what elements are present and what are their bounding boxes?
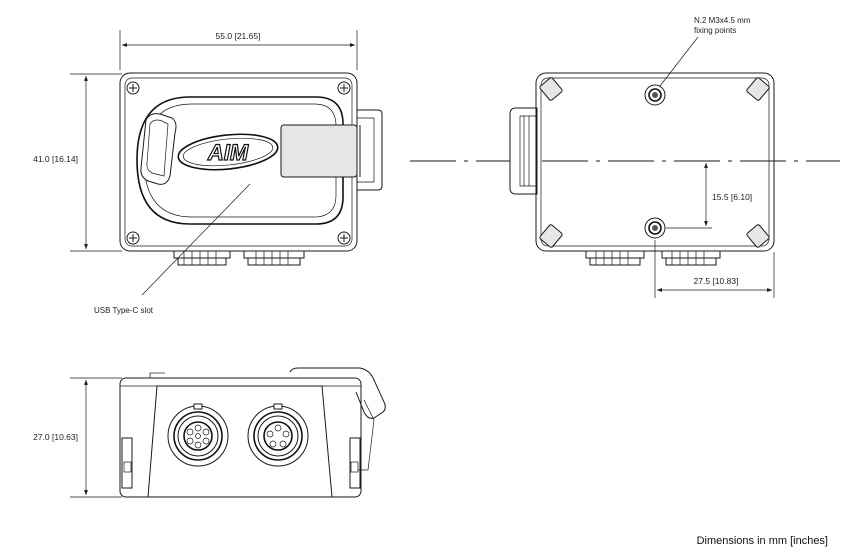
horizontal-offset-label: 27.5 [10.83] [694, 276, 739, 286]
fixing-point-icon [644, 84, 666, 106]
connector-7pin-icon [167, 403, 229, 467]
label-recess [136, 96, 344, 225]
usb-leader-line [141, 183, 251, 296]
bottom-body-outline [119, 377, 362, 498]
fixing-point-icon [644, 217, 666, 239]
foot-icon [539, 77, 563, 101]
foot-icon [746, 77, 770, 101]
height-dimension-label: 41.0 [16.14] [33, 154, 78, 164]
aim-logo-icon: AIM [177, 133, 279, 171]
aim-logo-text: AIM [207, 140, 249, 165]
side-view: N.2 M3x4.5 mm fixing points 15.5 [6.10] … [410, 16, 840, 298]
side-tab [349, 437, 361, 489]
width-dimension-label: 55.0 [21.65] [216, 31, 261, 41]
screw-icon [126, 81, 140, 95]
side-cap [509, 107, 538, 195]
side-connector-right [661, 250, 721, 266]
side-tab [121, 437, 133, 489]
usb-cap [140, 113, 177, 185]
fixing-note-line2: fixing points [694, 26, 736, 35]
fixing-note-line1: N.2 M3x4.5 mm [694, 16, 751, 25]
screw-icon [337, 231, 351, 245]
usb-flap [280, 124, 358, 178]
bottom-view: 27.0 [10.63] [33, 367, 386, 498]
connector-5pin-icon [247, 403, 309, 467]
foot-icon [746, 224, 770, 248]
screw-icon [337, 81, 351, 95]
front-connector-left [173, 250, 231, 266]
usb-slot-note: USB Type-C slot [94, 306, 154, 315]
bottom-height-label: 27.0 [10.63] [33, 432, 78, 442]
front-view: 55.0 [21.65] 41.0 [16.14] [33, 30, 383, 315]
front-connector-right [243, 250, 305, 266]
screw-icon [126, 231, 140, 245]
units-footer: Dimensions in mm [inches] [697, 535, 828, 547]
vertical-offset-label: 15.5 [6.10] [712, 192, 752, 202]
fixing-leader-line [659, 36, 699, 87]
foot-icon [539, 224, 563, 248]
side-connector-left [585, 250, 645, 266]
